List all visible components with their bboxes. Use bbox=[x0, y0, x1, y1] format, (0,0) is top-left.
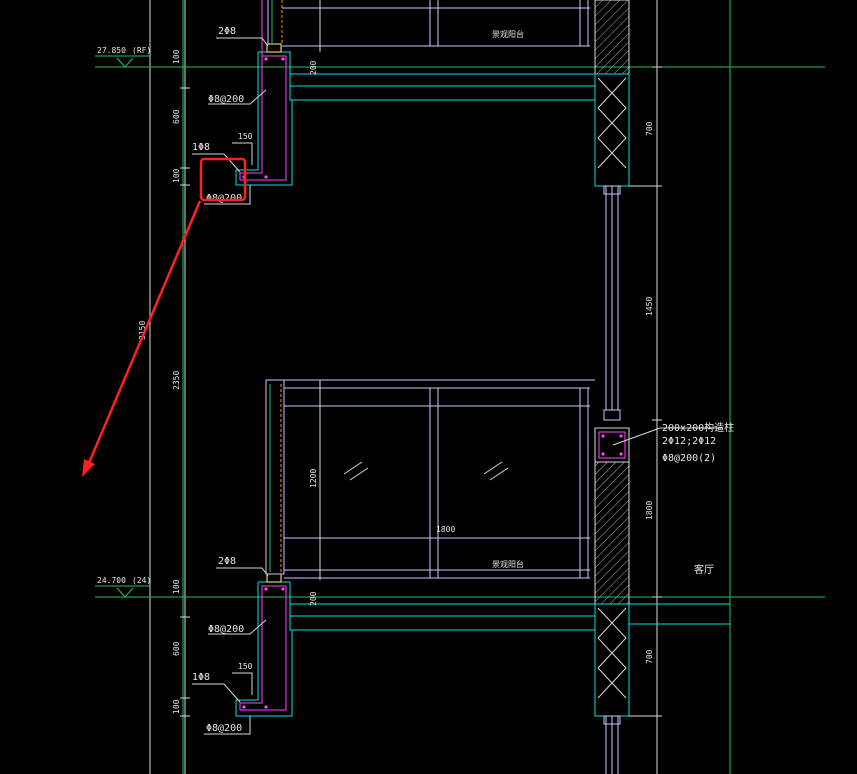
dim-150-bottom: 150 bbox=[238, 662, 253, 671]
rebar-dots-top bbox=[242, 57, 285, 179]
dimension-ticks-right bbox=[629, 66, 662, 717]
vertical-grid-lines bbox=[149, 0, 658, 774]
dim-100-c: 100 bbox=[172, 579, 181, 594]
rebar-top-corner: 1Φ8 bbox=[192, 142, 210, 153]
leaders-bottom bbox=[192, 567, 269, 735]
construction-column bbox=[594, 427, 722, 463]
level-bottom-tag: (24) bbox=[132, 576, 151, 585]
leaders-top bbox=[192, 37, 269, 205]
column-bars-note: 2Φ12;2Φ12 bbox=[662, 436, 716, 447]
dim-1800-right: 1800 bbox=[645, 501, 654, 520]
right-wall bbox=[594, 0, 630, 774]
room-label: 客厅 bbox=[694, 563, 714, 576]
slab-bottom bbox=[290, 603, 730, 631]
window-top bbox=[267, 0, 590, 52]
slab-top bbox=[290, 73, 596, 101]
dim-600-b: 600 bbox=[172, 641, 181, 656]
rebar-bottom-corner: 1Φ8 bbox=[192, 672, 210, 683]
dim-3150: 3150 bbox=[138, 321, 147, 340]
dim-150-top: 150 bbox=[238, 132, 253, 141]
dim-1450-right: 1450 bbox=[645, 297, 654, 316]
level-line-top bbox=[95, 55, 825, 68]
dim-200-b: 200 bbox=[309, 591, 318, 606]
dim-600-a: 600 bbox=[172, 109, 181, 124]
dim-700-right-a: 700 bbox=[645, 121, 654, 136]
red-arrow bbox=[82, 200, 202, 477]
dim-1200: 1200 bbox=[309, 469, 318, 488]
level-top-elevation: 27.850 bbox=[97, 46, 126, 55]
dim-700-right-b: 700 bbox=[645, 649, 654, 664]
window-bottom bbox=[265, 379, 595, 580]
glass-hatch-marks bbox=[343, 461, 509, 481]
dim-100-a: 100 bbox=[172, 49, 181, 64]
beam-section-top bbox=[235, 0, 293, 186]
dim-200-a: 200 bbox=[309, 60, 318, 75]
rebar-dots-bottom bbox=[242, 587, 285, 709]
rebar-bottom-stirrup: Φ8@200 bbox=[208, 624, 244, 635]
dim-100-b: 100 bbox=[172, 168, 181, 183]
rebar-top-bottom: Φ8@200 bbox=[206, 193, 242, 204]
rebar-top-stirrup: Φ8@200 bbox=[208, 94, 244, 105]
rebar-top-main: 2Φ8 bbox=[218, 26, 236, 37]
balcony-label-bottom: 景观阳台 bbox=[492, 559, 524, 569]
rebar-bottom-bottom: Φ8@200 bbox=[206, 723, 242, 734]
column-ties-note: Φ8@200(2) bbox=[662, 453, 716, 464]
column-size-note: 200x200构造柱 bbox=[662, 421, 734, 434]
level-bottom-elevation: 24.700 bbox=[97, 576, 126, 585]
dim-2350: 2350 bbox=[172, 371, 181, 390]
beam-section-bottom bbox=[235, 573, 293, 717]
level-top-tag: (RF) bbox=[132, 46, 151, 55]
balcony-label-top: 景观阳台 bbox=[492, 29, 524, 39]
vertical-dimension-texts: 100 600 100 200 3150 2350 1200 100 200 6… bbox=[138, 49, 654, 714]
dim-100-d: 100 bbox=[172, 699, 181, 714]
dim-1800-window: 1800 bbox=[436, 525, 455, 534]
rebar-bottom-main: 2Φ8 bbox=[218, 556, 236, 567]
highlight-box bbox=[199, 157, 247, 202]
level-line-bottom bbox=[95, 585, 825, 598]
